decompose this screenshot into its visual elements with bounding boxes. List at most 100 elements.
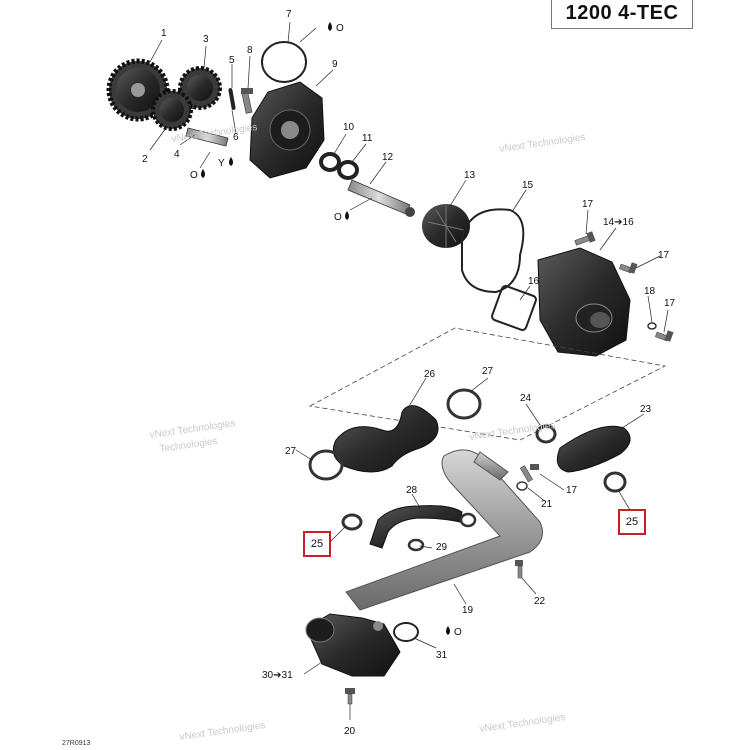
pipe-screw: [519, 464, 539, 483]
cover-screw-3: [655, 330, 674, 342]
model-title-box: 1200 4-TEC: [551, 0, 693, 29]
callout-17-a: 17: [582, 199, 594, 210]
callout-25-label: 25: [625, 516, 639, 528]
gear-shaft: [185, 127, 229, 147]
callout-17-d: 17: [566, 485, 578, 496]
bypass-hose: [556, 425, 631, 473]
oil-symbol: O: [334, 212, 342, 223]
drop-icon: [328, 22, 332, 31]
needle-pin: [228, 88, 236, 110]
callout-4: 4: [174, 149, 180, 160]
water-pump-gear: [151, 89, 193, 131]
hose-clamp: [535, 424, 557, 444]
watermark: vNext Technologies: [499, 132, 586, 155]
hose-clamp: [407, 538, 425, 552]
hose-group-outline: [308, 327, 667, 441]
oil-symbol: O: [336, 23, 344, 34]
callout-7: 7: [286, 9, 292, 20]
callout-25-boxed-right: 25: [618, 509, 646, 535]
o-ring: [393, 622, 419, 642]
screw: [515, 560, 523, 579]
watermark: vNext Technologies: [479, 712, 566, 735]
thermostat-housing: [305, 613, 401, 677]
callout-labels: 1 3 5 8 7 9 2 4 6 10 11 12 13 15 17 14➔1…: [142, 9, 676, 737]
rotary-seal: [337, 160, 359, 180]
callout-19: 19: [462, 605, 474, 616]
thermostat-screw: [345, 688, 355, 705]
screw: [241, 88, 253, 114]
callout-23: 23: [640, 404, 652, 415]
hose-clamp: [308, 449, 344, 481]
leader-lines: [149, 21, 669, 720]
lubricant-symbols: O O Y O O: [190, 22, 462, 638]
callout-6: 6: [233, 132, 239, 143]
hose-clamp: [341, 513, 363, 531]
drop-icon: [201, 169, 205, 178]
callout-27-b: 27: [285, 446, 297, 457]
diagram-reference-code: 27R0913: [62, 740, 91, 747]
callout-21: 21: [541, 499, 553, 510]
drop-icon: [229, 157, 233, 166]
oil-seal: [319, 152, 341, 172]
callout-1: 1: [161, 28, 167, 39]
callout-10: 10: [343, 122, 355, 133]
callout-22: 22: [534, 596, 546, 607]
water-pump-cover: [537, 247, 631, 357]
washer: [516, 481, 528, 491]
callout-27-a: 27: [482, 366, 494, 377]
watermark: vNext Technologies: [179, 720, 266, 743]
coolant-pipe: [345, 449, 543, 611]
cover-screw-2: [619, 262, 638, 274]
impeller: [422, 204, 470, 248]
watermark: vNext Technologies: [469, 420, 556, 443]
drop-icon: [345, 211, 349, 220]
callout-16: 16: [528, 276, 540, 287]
washer: [647, 322, 657, 330]
callout-11: 11: [362, 133, 373, 144]
o-ring: [261, 41, 307, 83]
callout-14-16: 14➔16: [603, 217, 634, 228]
callout-25-boxed-left: 25: [303, 531, 331, 557]
oil-symbol: O: [190, 170, 198, 181]
callout-20: 20: [344, 726, 356, 737]
callout-31: 31: [436, 650, 448, 661]
drive-gear: [106, 58, 170, 122]
callout-30-31: 30➔31: [262, 670, 293, 681]
callout-8: 8: [247, 45, 253, 56]
callout-26: 26: [424, 369, 436, 380]
oil-symbol: O: [454, 627, 462, 638]
inlet-hose: [332, 405, 439, 473]
cover-screw-1: [574, 231, 596, 246]
grease-symbol: Y: [218, 158, 225, 169]
pipe-branch: [473, 451, 509, 481]
callout-25-label: 25: [310, 538, 324, 550]
callout-3: 3: [203, 34, 209, 45]
callout-28: 28: [406, 485, 418, 496]
callout-17-b: 17: [658, 250, 670, 261]
outlet-gasket: [491, 285, 537, 331]
watermark: vNext Technologies: [149, 418, 236, 441]
callout-24: 24: [520, 393, 532, 404]
callout-13: 13: [464, 170, 476, 181]
callout-15: 15: [522, 180, 534, 191]
pump-cover-gasket: [461, 208, 525, 294]
callout-2: 2: [142, 154, 148, 165]
callout-5: 5: [229, 55, 235, 66]
water-pump-housing: [249, 81, 325, 179]
drop-icon: [446, 626, 450, 635]
water-pump-shaft: [347, 179, 411, 215]
heater-hose: [369, 505, 463, 549]
hose-clamp: [446, 388, 482, 420]
callout-9: 9: [332, 59, 338, 70]
callout-17-c: 17: [664, 298, 676, 309]
hose-clamp: [603, 471, 627, 493]
callout-18: 18: [644, 286, 656, 297]
watermark: Technologies: [159, 436, 218, 455]
callout-12: 12: [382, 152, 394, 163]
intermediate-gear: [178, 66, 222, 110]
callout-29: 29: [436, 542, 448, 553]
shaft-end: [405, 207, 415, 217]
model-title: 1200 4-TEC: [565, 1, 679, 24]
hose-clamp: [459, 512, 477, 528]
